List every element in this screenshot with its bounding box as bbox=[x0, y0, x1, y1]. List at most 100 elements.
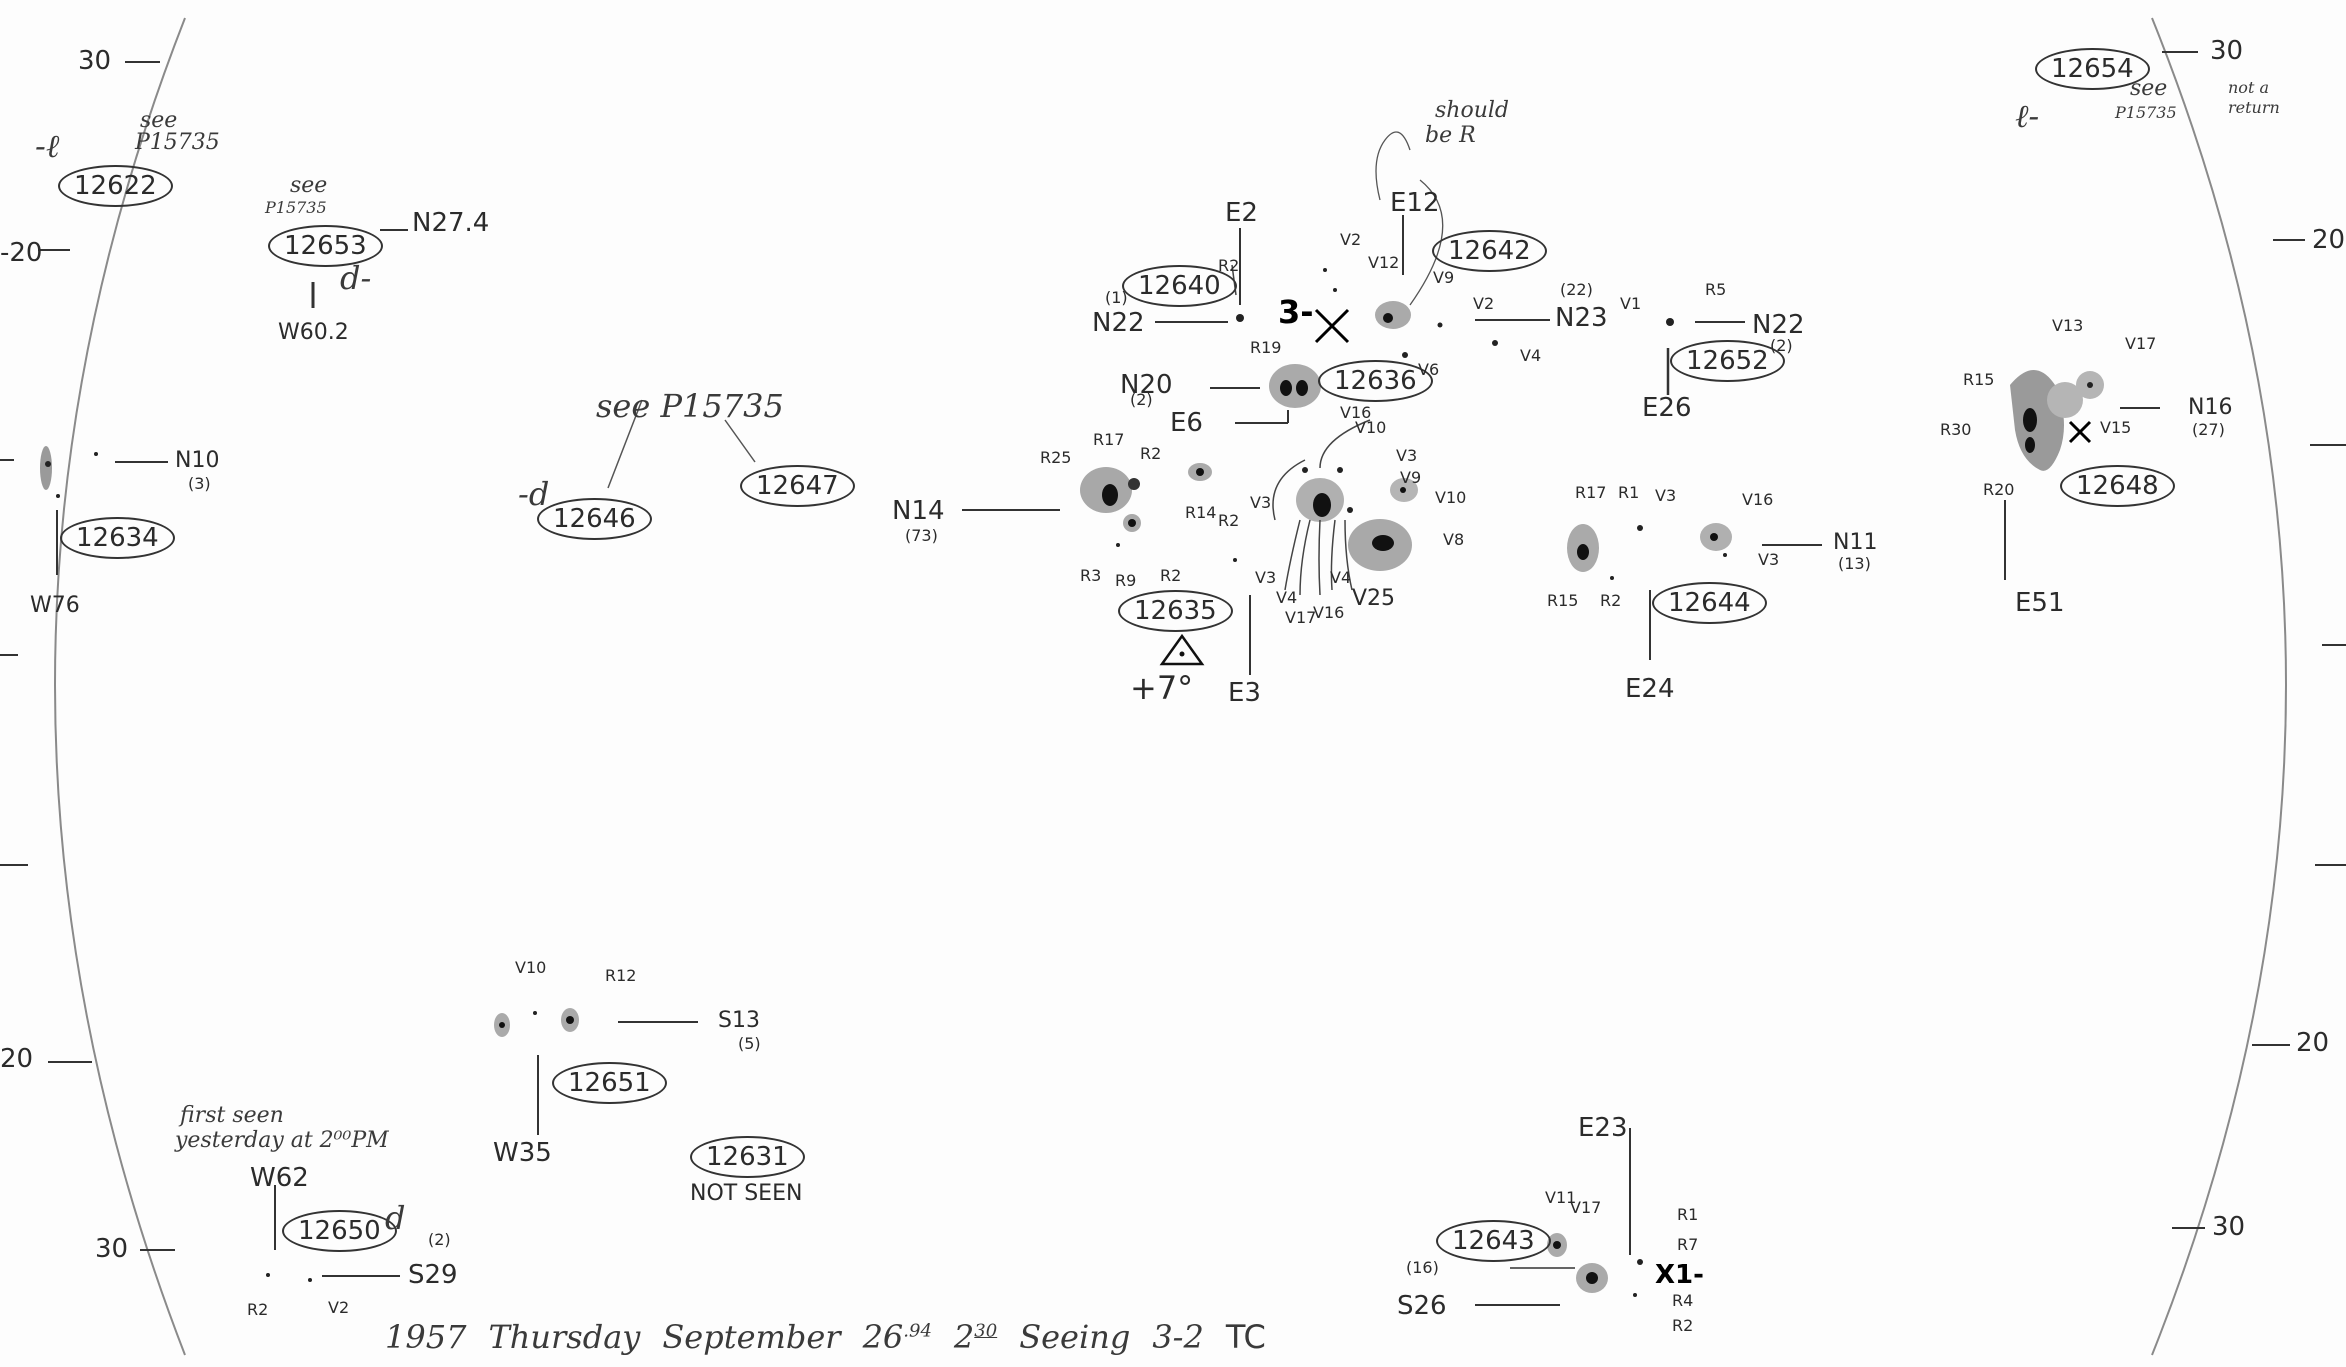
spot-v17-12648: V17 bbox=[2125, 334, 2157, 353]
spot-r17: R17 bbox=[1093, 430, 1125, 449]
spot-r17-12644: R17 bbox=[1575, 483, 1607, 502]
region-12622: 12622 bbox=[58, 165, 173, 207]
region-12648: 12648 bbox=[2060, 465, 2175, 507]
region-12631: 12631 bbox=[690, 1136, 805, 1178]
spot-v9-12642: V9 bbox=[1433, 268, 1455, 287]
spot-r12: R12 bbox=[605, 966, 637, 985]
footer-time: 230 bbox=[954, 1318, 997, 1356]
lon-12652: E26 bbox=[1642, 393, 1692, 423]
mark-3-12642: 3- bbox=[1278, 293, 1314, 331]
region-12651: 12651 bbox=[552, 1062, 667, 1104]
tick-left-30-bottom: 30 bbox=[95, 1234, 129, 1264]
region-12646: 12646 bbox=[537, 498, 652, 540]
region-12640: 12640 bbox=[1122, 265, 1237, 307]
note-ref-12653: P15735 bbox=[265, 198, 327, 217]
count-12640: (1) bbox=[1105, 288, 1128, 307]
lat-12640: N22 bbox=[1092, 308, 1145, 338]
footer-caption: 1957 Thursday September 26.94 230 Seeing… bbox=[385, 1318, 1266, 1356]
tick-right-20-top: 20 bbox=[2312, 225, 2346, 255]
spot-r2-12644: R2 bbox=[1600, 591, 1622, 610]
region-12634: 12634 bbox=[60, 517, 175, 559]
spot-r15-12644: R15 bbox=[1547, 591, 1579, 610]
note-should: should bbox=[1435, 98, 1509, 123]
spot-v4-a: V4 bbox=[1276, 588, 1298, 607]
lat-12653: N27.4 bbox=[412, 208, 490, 238]
footer-date: 26.94 bbox=[863, 1318, 932, 1356]
lat-12644: N11 bbox=[1833, 530, 1878, 555]
spot-v10: V10 bbox=[1355, 418, 1387, 437]
footer-seeing: 3-2 bbox=[1152, 1318, 1204, 1356]
spot-r20: R20 bbox=[1983, 480, 2015, 499]
region-12654: 12654 bbox=[2035, 48, 2150, 90]
spot-r14: R14 bbox=[1185, 503, 1217, 522]
lon-12635: E3 bbox=[1228, 678, 1261, 708]
spot-v6: V6 bbox=[1418, 360, 1440, 379]
lon-12636: E6 bbox=[1170, 408, 1203, 438]
temp-12635: +7° bbox=[1130, 669, 1194, 707]
count-12644: (13) bbox=[1838, 554, 1871, 573]
tick-left-20-top: -20 bbox=[0, 238, 43, 268]
lat-12643: S26 bbox=[1397, 1291, 1447, 1321]
spot-v3-b-12644: V3 bbox=[1758, 550, 1780, 569]
footer-hour: 2 bbox=[953, 1318, 975, 1356]
footer-minute: 30 bbox=[974, 1320, 998, 1342]
footer-day: 26 bbox=[862, 1318, 904, 1356]
spot-v25: V25 bbox=[1352, 586, 1396, 611]
note-first-seen: first seen bbox=[180, 1103, 284, 1128]
tick-right-20-bottom: 20 bbox=[2296, 1028, 2330, 1058]
lon-12644: E24 bbox=[1625, 674, 1675, 704]
lon-12650: W62 bbox=[250, 1163, 309, 1193]
note-ref-12654: P15735 bbox=[2115, 103, 2177, 122]
region-12650: 12650 bbox=[282, 1210, 397, 1252]
mark-12646: -d bbox=[518, 475, 550, 513]
lon-12643: E23 bbox=[1578, 1113, 1628, 1143]
mark-12650: d bbox=[385, 1199, 406, 1237]
mark-12653: d- bbox=[340, 259, 372, 297]
lat-12642: N23 bbox=[1555, 303, 1608, 333]
region-12644: 12644 bbox=[1652, 582, 1767, 624]
count-12650: (2) bbox=[428, 1230, 451, 1249]
spot-r19: R19 bbox=[1250, 338, 1282, 357]
spot-v2-b-12642: V2 bbox=[1473, 294, 1495, 313]
note-be-r: be R bbox=[1425, 123, 1476, 148]
spot-r15-12648: R15 bbox=[1963, 370, 1995, 389]
lat-12652: N22 bbox=[1752, 310, 1805, 340]
spot-v10-12651: V10 bbox=[515, 958, 547, 977]
region-12636: 12636 bbox=[1318, 360, 1433, 402]
count-12634: (3) bbox=[188, 474, 211, 493]
count-12636: (2) bbox=[1130, 390, 1153, 409]
tick-left-30-top: 30 bbox=[78, 46, 112, 76]
spot-v3-12644: V3 bbox=[1655, 486, 1677, 505]
note-not-a: not a bbox=[2228, 78, 2269, 97]
region-12635: 12635 bbox=[1118, 590, 1233, 632]
note-see-p15735: see P15735 bbox=[596, 387, 784, 425]
note-return: return bbox=[2228, 98, 2280, 117]
footer-month: September bbox=[662, 1318, 841, 1356]
spot-v3-c: V3 bbox=[1255, 568, 1277, 587]
spot-r25: R25 bbox=[1040, 448, 1072, 467]
spot-r2-12643: R2 bbox=[1672, 1316, 1694, 1335]
count-12648: (27) bbox=[2192, 420, 2225, 439]
spot-v2-12650: V2 bbox=[328, 1298, 350, 1317]
region-12647: 12647 bbox=[740, 465, 855, 507]
mark-x1-12643: X1- bbox=[1655, 1260, 1704, 1290]
note-see-12654: see bbox=[2130, 76, 2168, 101]
footer-day-frac: .94 bbox=[903, 1320, 932, 1342]
spot-r2-c: R2 bbox=[1160, 566, 1182, 585]
count-12652: (2) bbox=[1770, 336, 1793, 355]
spot-r5: R5 bbox=[1705, 280, 1727, 299]
count-12635: (73) bbox=[905, 526, 938, 545]
tick-right-30-bottom: 30 bbox=[2212, 1212, 2246, 1242]
spot-v16: V16 bbox=[1340, 403, 1372, 422]
region-12642: 12642 bbox=[1432, 230, 1547, 272]
spot-v17-12643: V17 bbox=[1570, 1198, 1602, 1217]
spot-v11: V11 bbox=[1545, 1188, 1577, 1207]
lon-12634: W76 bbox=[30, 593, 80, 618]
spot-v12: V12 bbox=[1368, 253, 1400, 272]
mark-12654: ℓ- bbox=[2015, 97, 2040, 135]
spot-r1-12644: R1 bbox=[1618, 483, 1640, 502]
spot-v4-b: V4 bbox=[1330, 568, 1352, 587]
spot-r9: R9 bbox=[1115, 571, 1137, 590]
